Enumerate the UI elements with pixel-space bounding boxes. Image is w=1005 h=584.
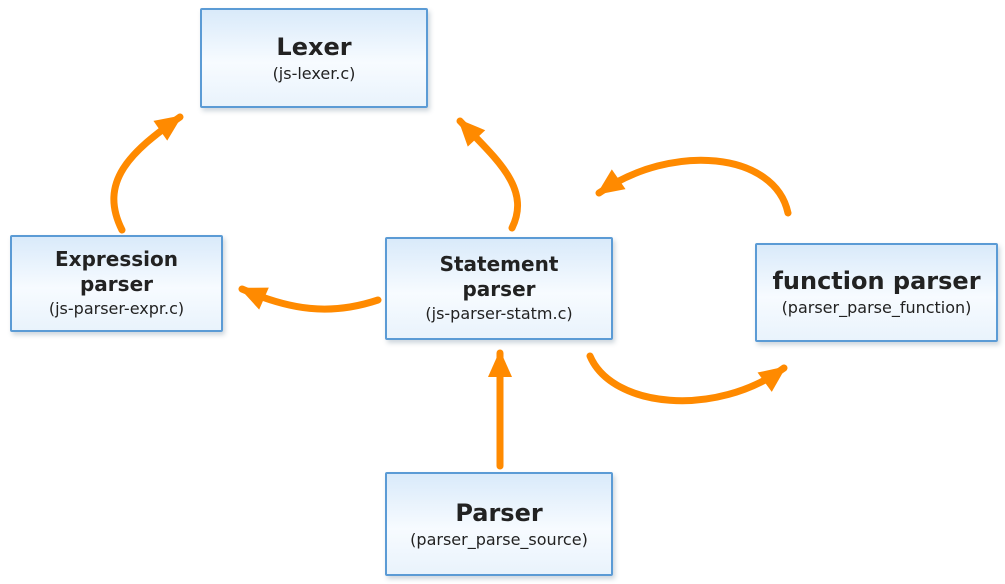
node-parser-title: Parser bbox=[455, 498, 543, 527]
node-function-parser: function parser (parser_parse_function) bbox=[755, 243, 998, 342]
node-parser-subtitle: (parser_parse_source) bbox=[410, 529, 588, 549]
node-lexer-title: Lexer bbox=[276, 32, 352, 61]
node-expression-parser-subtitle: (js-parser-expr.c) bbox=[48, 299, 185, 319]
arrow-statement-parser-to-lexer bbox=[456, 117, 522, 232]
node-lexer: Lexer (js-lexer.c) bbox=[200, 8, 428, 108]
arrow-function-parser-to-statement-parser bbox=[595, 156, 792, 217]
arrow-expression-parser-to-lexer bbox=[110, 113, 184, 234]
node-statement-parser: Statement parser (js-parser-statm.c) bbox=[385, 237, 613, 340]
node-function-parser-subtitle: (parser_parse_function) bbox=[781, 298, 972, 318]
node-expression-parser-title: Expression parser bbox=[55, 247, 178, 297]
arrow-statement-parser-to-function-parser bbox=[586, 352, 788, 405]
arrow-statement-parser-to-expression-parser bbox=[238, 285, 382, 313]
node-lexer-subtitle: (js-lexer.c) bbox=[272, 63, 356, 83]
node-statement-parser-title: Statement parser bbox=[439, 252, 559, 302]
node-parser: Parser (parser_parse_source) bbox=[385, 472, 613, 576]
node-function-parser-title: function parser bbox=[772, 267, 981, 296]
node-expression-parser: Expression parser (js-parser-expr.c) bbox=[10, 235, 223, 332]
node-statement-parser-subtitle: (js-parser-statm.c) bbox=[425, 304, 573, 324]
